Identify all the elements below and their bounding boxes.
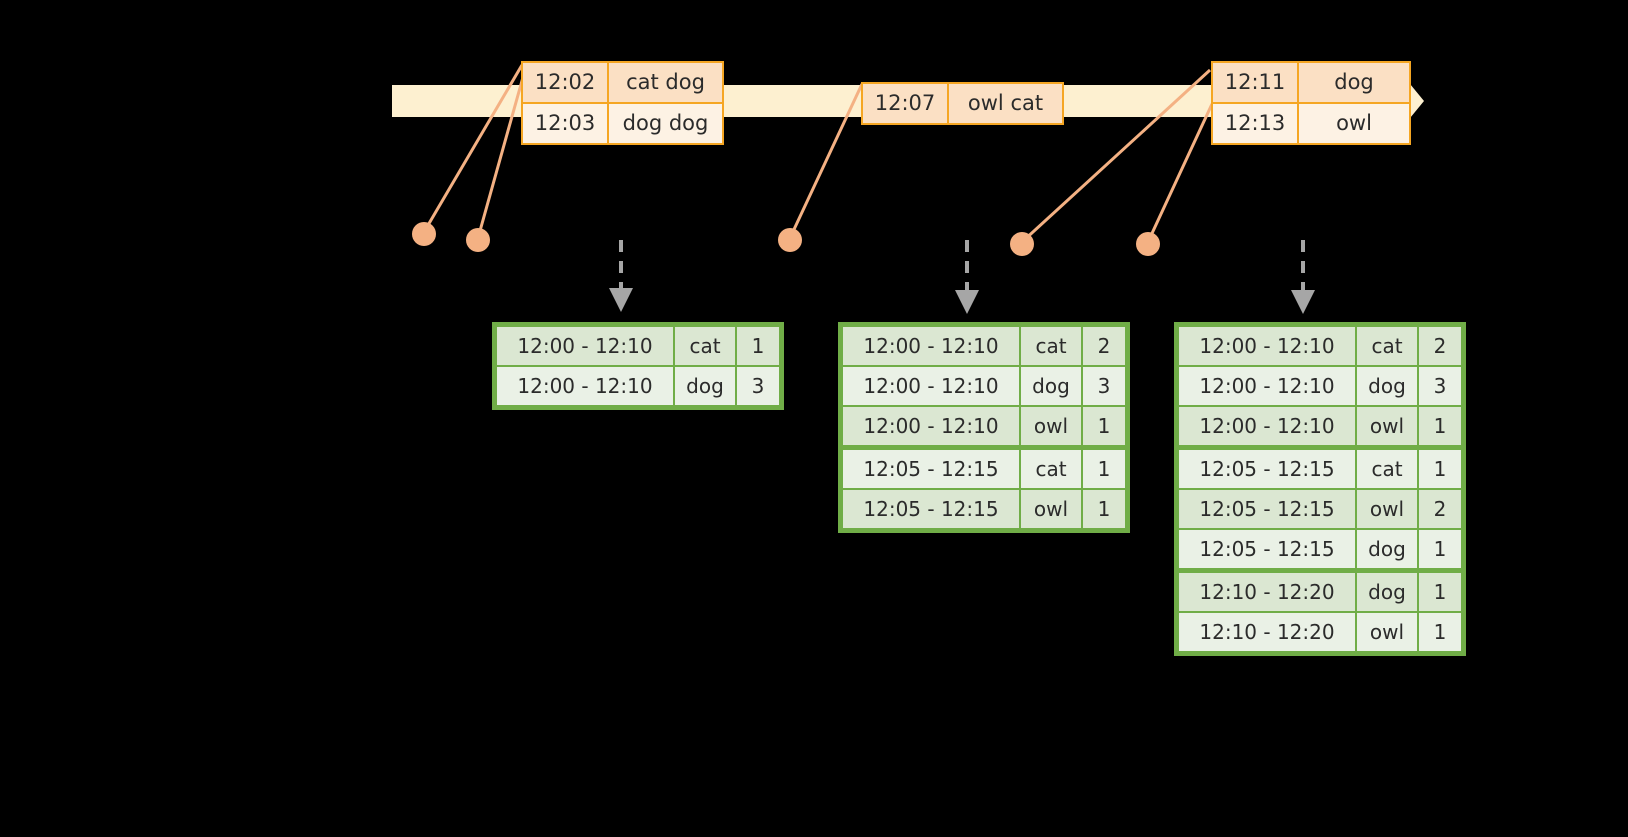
cell-window: 12:00 - 12:10 [497, 327, 673, 365]
table-row[interactable]: 12:05 - 12:15 dog 1 [1178, 529, 1462, 569]
dashed-arrow-3 [1291, 240, 1315, 314]
cell-window: 12:10 - 12:20 [1179, 573, 1355, 611]
cell-word: dog [675, 367, 735, 405]
table-row[interactable]: 12:10 - 12:20 owl 1 [1178, 612, 1462, 652]
event-words: owl [1299, 104, 1409, 143]
cell-count: 1 [1083, 407, 1125, 445]
event-row[interactable]: 12:03 dog dog [521, 104, 724, 145]
table-row[interactable]: 12:00 - 12:10 dog 3 [842, 366, 1126, 406]
event-dot-4[interactable] [1010, 232, 1034, 256]
table-row[interactable]: 12:00 - 12:10 dog 3 [1178, 366, 1462, 406]
result-table-1: 12:00 - 12:10 cat 1 12:00 - 12:10 dog 3 [492, 322, 784, 410]
table-row[interactable]: 12:00 - 12:10 owl 1 [842, 406, 1126, 446]
cell-count: 1 [1419, 573, 1461, 611]
event-dot-1[interactable] [412, 222, 436, 246]
cell-word: owl [1021, 490, 1081, 528]
cell-word: cat [675, 327, 735, 365]
cell-window: 12:00 - 12:10 [1179, 367, 1355, 405]
cell-window: 12:10 - 12:20 [1179, 613, 1355, 651]
event-row[interactable]: 12:11 dog [1211, 61, 1411, 104]
cell-count: 1 [1419, 407, 1461, 445]
cell-word: cat [1021, 450, 1081, 488]
event-group-1: 12:02 cat dog 12:03 dog dog [521, 61, 724, 145]
cell-window: 12:00 - 12:10 [843, 367, 1019, 405]
cell-word: cat [1357, 327, 1417, 365]
cell-count: 1 [1419, 613, 1461, 651]
cell-count: 3 [1083, 367, 1125, 405]
event-group-3: 12:11 dog 12:13 owl [1211, 61, 1411, 145]
cell-window: 12:05 - 12:15 [843, 490, 1019, 528]
cell-word: cat [1357, 450, 1417, 488]
cell-word: dog [1357, 367, 1417, 405]
cell-word: dog [1021, 367, 1081, 405]
cell-word: dog [1357, 573, 1417, 611]
cell-window: 12:05 - 12:15 [1179, 530, 1355, 568]
cell-window: 12:05 - 12:15 [843, 450, 1019, 488]
event-time: 12:02 [523, 63, 609, 102]
table-row[interactable]: 12:05 - 12:15 cat 1 [1178, 446, 1462, 489]
cell-word: cat [1021, 327, 1081, 365]
dashed-arrow-2 [955, 240, 979, 314]
cell-window: 12:00 - 12:10 [843, 327, 1019, 365]
cell-count: 2 [1083, 327, 1125, 365]
result-table-2: 12:00 - 12:10 cat 2 12:00 - 12:10 dog 3 … [838, 322, 1130, 533]
cell-word: dog [1357, 530, 1417, 568]
event-dot-5[interactable] [1136, 232, 1160, 256]
table-row[interactable]: 12:00 - 12:10 cat 2 [1178, 326, 1462, 366]
cell-count: 1 [1083, 490, 1125, 528]
result-table-3: 12:00 - 12:10 cat 2 12:00 - 12:10 dog 3 … [1174, 322, 1466, 656]
event-words: owl cat [949, 84, 1062, 123]
event-time: 12:13 [1213, 104, 1299, 143]
cell-count: 1 [1083, 450, 1125, 488]
event-words: dog dog [609, 104, 722, 143]
event-words: dog [1299, 63, 1409, 102]
table-row[interactable]: 12:10 - 12:20 dog 1 [1178, 569, 1462, 612]
cell-count: 2 [1419, 490, 1461, 528]
cell-count: 1 [1419, 450, 1461, 488]
cell-word: owl [1021, 407, 1081, 445]
cell-count: 2 [1419, 327, 1461, 365]
event-time: 12:03 [523, 104, 609, 143]
table-row[interactable]: 12:05 - 12:15 cat 1 [842, 446, 1126, 489]
cell-word: owl [1357, 613, 1417, 651]
event-row[interactable]: 12:13 owl [1211, 104, 1411, 145]
event-group-2: 12:07 owl cat [861, 82, 1064, 125]
cell-window: 12:00 - 12:10 [1179, 327, 1355, 365]
table-row[interactable]: 12:00 - 12:10 dog 3 [496, 366, 780, 406]
cell-window: 12:05 - 12:15 [1179, 490, 1355, 528]
cell-count: 1 [737, 327, 779, 365]
table-row[interactable]: 12:00 - 12:10 cat 2 [842, 326, 1126, 366]
cell-word: owl [1357, 407, 1417, 445]
cell-window: 12:00 - 12:10 [497, 367, 673, 405]
event-row[interactable]: 12:07 owl cat [861, 82, 1064, 125]
connector-line-5 [1146, 103, 1214, 243]
cell-count: 3 [737, 367, 779, 405]
cell-count: 3 [1419, 367, 1461, 405]
dashed-arrow-1 [609, 240, 633, 312]
cell-window: 12:05 - 12:15 [1179, 450, 1355, 488]
cell-word: owl [1357, 490, 1417, 528]
event-words: cat dog [609, 63, 722, 102]
event-time: 12:07 [863, 84, 949, 123]
cell-window: 12:00 - 12:10 [843, 407, 1019, 445]
table-row[interactable]: 12:05 - 12:15 owl 1 [842, 489, 1126, 529]
table-row[interactable]: 12:00 - 12:10 cat 1 [496, 326, 780, 366]
event-dot-3[interactable] [778, 228, 802, 252]
table-row[interactable]: 12:00 - 12:10 owl 1 [1178, 406, 1462, 446]
cell-count: 1 [1419, 530, 1461, 568]
event-row[interactable]: 12:02 cat dog [521, 61, 724, 104]
event-time: 12:11 [1213, 63, 1299, 102]
table-row[interactable]: 12:05 - 12:15 owl 2 [1178, 489, 1462, 529]
cell-window: 12:00 - 12:10 [1179, 407, 1355, 445]
event-dot-2[interactable] [466, 228, 490, 252]
